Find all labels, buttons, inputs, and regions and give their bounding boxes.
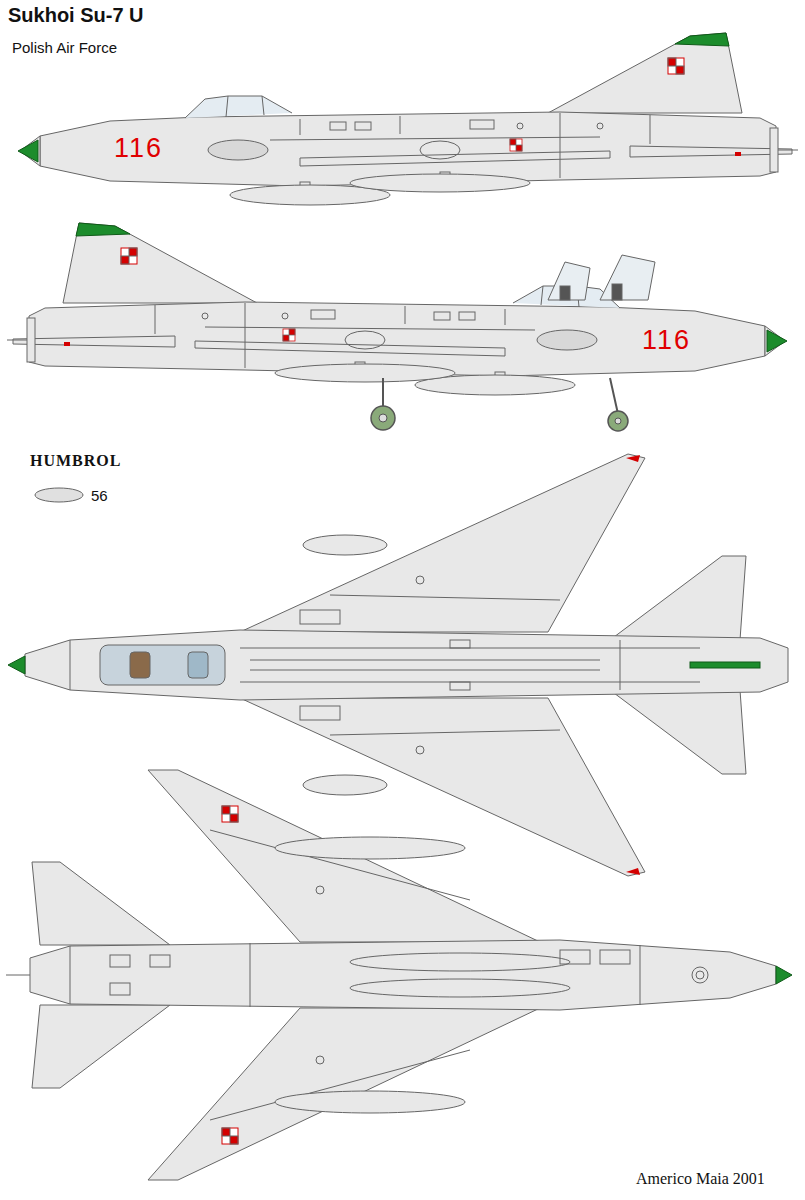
aircraft-number: 116 bbox=[642, 326, 691, 356]
title-text: Sukhoi Su-7 U bbox=[8, 4, 144, 26]
legend-swatch bbox=[35, 488, 83, 502]
bottom-view bbox=[6, 770, 792, 1180]
open-canopies bbox=[548, 255, 655, 300]
subtitle-text: Polish Air Force bbox=[12, 40, 117, 57]
artist-signature: Americo Maia 2001 bbox=[636, 1170, 765, 1188]
top-view bbox=[8, 454, 788, 876]
legend-text: 56 bbox=[91, 487, 108, 504]
paint-brand: HUMBROL bbox=[30, 452, 121, 470]
side-view bbox=[18, 33, 798, 205]
legend-item: 56 bbox=[33, 486, 108, 504]
side-view-mirrored bbox=[7, 223, 787, 395]
legend-swatch-box bbox=[33, 486, 85, 504]
aircraft-number: 116 bbox=[114, 134, 163, 164]
landing-gear bbox=[371, 378, 628, 431]
